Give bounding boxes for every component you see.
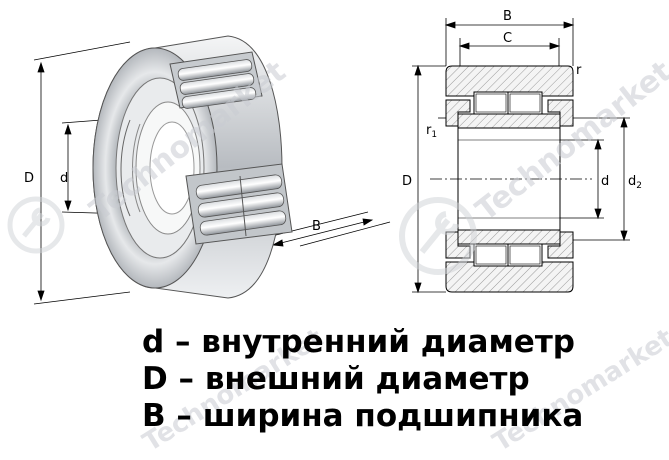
label-r1-section: r1: [426, 123, 437, 140]
label-d-iso: d: [60, 171, 68, 186]
label-r-section: r: [576, 63, 582, 78]
dimension-lines-left: [33, 41, 391, 305]
label-D-section: D: [402, 174, 412, 189]
roller-row-top: [169, 51, 263, 109]
dimension-D-section: [412, 64, 446, 294]
label-D-iso: D: [24, 171, 34, 186]
dimension-d-section: [560, 116, 630, 242]
bearing-isometric: D d B: [24, 35, 391, 305]
label-B-section: B: [503, 9, 512, 24]
legend-line-inner-diameter: d – внутренний диаметр: [142, 324, 575, 360]
label-B-iso: B: [312, 219, 321, 234]
label-d-section: d: [601, 174, 609, 189]
wrench-logo-icon: [7, 196, 477, 275]
label-C-section: C: [503, 31, 512, 46]
legend-line-outer-diameter: D – внешний диаметр: [142, 361, 530, 397]
label-d2-section: d2: [628, 174, 642, 191]
legend-line-width: B – ширина подшипника: [142, 398, 584, 434]
dimension-legend: d – внутренний диаметр D – внешний диаме…: [142, 324, 583, 435]
bearing-section: B C r: [402, 9, 642, 294]
roller-row-bottom: [185, 163, 293, 245]
